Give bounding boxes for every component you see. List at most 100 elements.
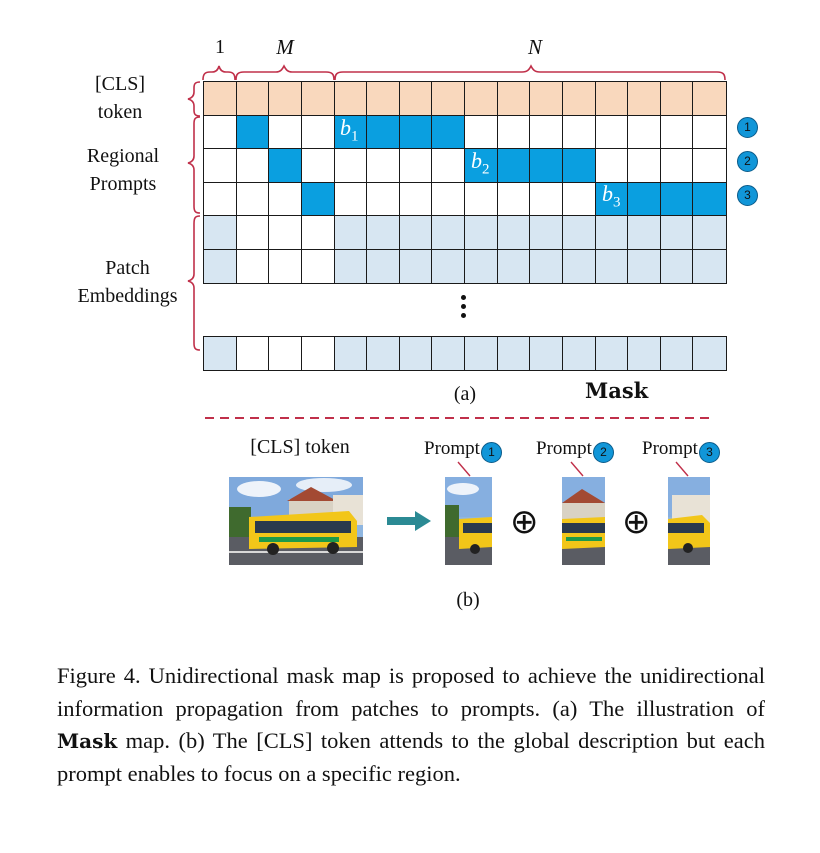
- masked-cell: [529, 148, 564, 184]
- patch-row-cell: [235, 248, 270, 284]
- prompt-row-cell: [496, 181, 531, 217]
- prompt-row-cell: [333, 181, 368, 217]
- cls-label-line1: [CLS]: [95, 73, 145, 95]
- patch-row-cell: [268, 248, 303, 284]
- prompt-row-cell: [268, 181, 303, 217]
- prompt-row-cell: [203, 114, 238, 150]
- patch-embeddings-label: Patch Embeddings: [60, 254, 195, 310]
- plus-operator-2: ⊕: [622, 502, 651, 542]
- patch-row-cell: [561, 336, 597, 372]
- masked-cell: [431, 114, 466, 150]
- prompt-row-cell: [431, 148, 466, 184]
- prompt-row-cell: [398, 181, 433, 217]
- patch-row-cell: [561, 215, 597, 251]
- patch-row-cell: [203, 248, 238, 284]
- prompt-row-cell: [529, 114, 564, 150]
- prompt-row-cell: [627, 148, 662, 184]
- patch-row-cell: [659, 215, 694, 251]
- prompt-marker-3: 3: [737, 185, 758, 206]
- prompt-row-cell: [561, 114, 597, 150]
- masked-cell: [659, 181, 694, 217]
- cls-row-cell: [268, 81, 303, 117]
- patch-row-cell: [203, 215, 238, 251]
- patch-label-line1: Patch: [105, 257, 150, 279]
- patch-row-cell: [268, 215, 303, 251]
- patch-row-cell: [627, 215, 662, 251]
- patch-row-cell: [659, 336, 694, 372]
- patch-row-cell: [529, 215, 564, 251]
- patch-row-cell: [594, 248, 629, 284]
- prompt-row-cell: [659, 148, 694, 184]
- patch-row-cell: [692, 336, 727, 372]
- mask-title: Mask: [585, 378, 649, 403]
- prompt-row-cell: [203, 148, 238, 184]
- patch-row-cell: [300, 336, 336, 372]
- cls-token-caption: [CLS] token: [250, 436, 350, 458]
- masked-cell: [398, 114, 433, 150]
- cls-row-cell: [300, 81, 336, 117]
- caption-prefix: Figure 4. Unidirectional mask map is pro…: [57, 663, 765, 721]
- regional-label-line1: Regional: [86, 145, 160, 167]
- prompt-row-cell: [692, 148, 727, 184]
- mask-grid-patch-rows: [203, 215, 727, 284]
- prompt-row-cell: [235, 148, 270, 184]
- cls-row-cell: [561, 81, 597, 117]
- prompt-row-cell: [235, 181, 270, 217]
- patch-row-cell: [594, 336, 629, 372]
- masked-cell: [496, 148, 531, 184]
- masked-cell: [300, 181, 336, 217]
- b2-label: b2: [471, 148, 490, 178]
- patch-row-cell: [431, 248, 466, 284]
- patch-row-cell: [464, 215, 499, 251]
- prompt-row-cell: [692, 114, 727, 150]
- prompt-row-cell: [529, 181, 564, 217]
- patch-row-cell: [398, 248, 433, 284]
- figure-caption: Figure 4. Unidirectional mask map is pro…: [57, 660, 765, 790]
- arrow-right-icon: [387, 511, 431, 531]
- masked-cell: [627, 181, 662, 217]
- regional-label-line2: Prompts: [89, 173, 157, 195]
- cls-row-cell: [594, 81, 629, 117]
- patch-row-cell: [692, 248, 727, 284]
- prompt-row-cell: [300, 114, 336, 150]
- prompt-row-cell: [659, 114, 694, 150]
- label-m: M: [276, 35, 294, 59]
- prompt-row-cell: [366, 181, 401, 217]
- cls-token-label: [CLS] token: [75, 70, 165, 126]
- prompt-row-cell: [464, 181, 499, 217]
- cls-row-cell: [529, 81, 564, 117]
- patch-row-cell: [431, 336, 466, 372]
- sublabel-b: (b): [456, 589, 480, 611]
- cls-row-cell: [431, 81, 466, 117]
- prompt-row-cell: [594, 114, 629, 150]
- patch-label-line2: Embeddings: [77, 285, 178, 307]
- cls-row-cell: [659, 81, 694, 117]
- cls-row-cell: [366, 81, 401, 117]
- cls-row-cell: [464, 81, 499, 117]
- caption-suffix: map. (b) The [CLS] token attends to the …: [57, 728, 765, 786]
- mask-grid-top: [203, 81, 727, 217]
- patch-row-cell: [496, 215, 531, 251]
- sublabel-a: (a): [453, 383, 477, 405]
- prompt-row-cell: [300, 148, 336, 184]
- prompt-marker-1: 1: [737, 117, 758, 138]
- patch-row-cell: [431, 215, 466, 251]
- prompt-row-cell: [464, 114, 499, 150]
- cls-row-cell: [203, 81, 238, 117]
- b3-label: b3: [602, 181, 621, 211]
- bus-image-full: [229, 477, 363, 565]
- prompt-row-cell: [496, 114, 531, 150]
- prompt-marker-2: 2: [737, 151, 758, 172]
- cls-row-cell: [235, 81, 270, 117]
- regional-prompts-label: Regional Prompts: [68, 142, 178, 198]
- prompt-row-cell: [268, 114, 303, 150]
- prompt-row-cell: [366, 148, 401, 184]
- patch-row-cell: [464, 248, 499, 284]
- patch-row-cell: [496, 248, 531, 284]
- patch-row-cell: [529, 336, 564, 372]
- plus-operator-1: ⊕: [510, 502, 539, 542]
- masked-cell: [366, 114, 401, 150]
